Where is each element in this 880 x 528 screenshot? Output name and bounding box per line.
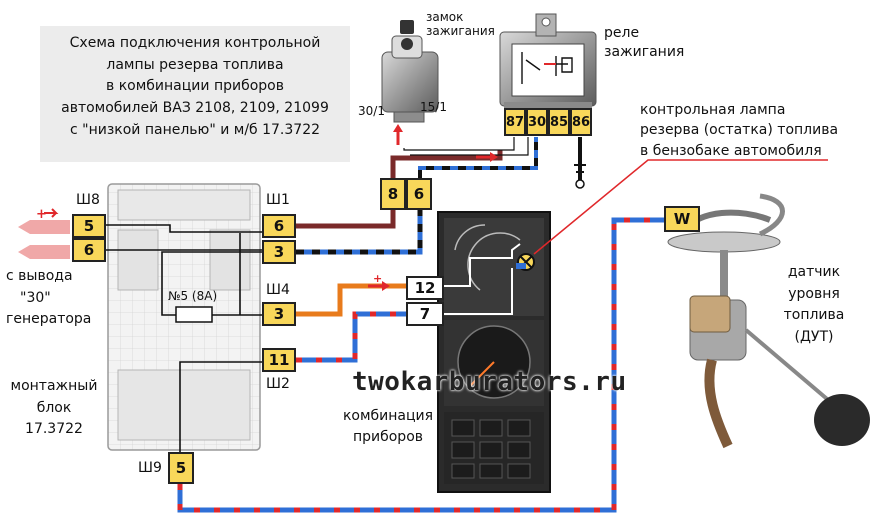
ignition-switch <box>381 20 439 123</box>
harness-pin-6: 6 <box>406 178 432 210</box>
wire-blue-red-a <box>296 311 406 363</box>
sh8-pin-5: 5 <box>72 214 106 238</box>
label-line: в бензобаке автомобиля <box>640 142 822 159</box>
connector-sh8-label: Ш8 <box>76 192 100 208</box>
label-line: генератора <box>6 311 92 328</box>
ignition-switch-label: замок зажигания <box>426 10 495 39</box>
label-line: контрольная лампа <box>640 102 786 118</box>
fuse-5 <box>175 306 213 323</box>
label-line: блок <box>36 399 72 416</box>
fuse-box-label: монтажный блок 17.3722 <box>4 376 104 441</box>
title-line: Схема подключения контрольной <box>69 35 321 51</box>
label-line: (ДУТ) <box>794 329 834 346</box>
svg-text:+: + <box>373 272 382 285</box>
fusebox-internal-wires <box>104 224 262 460</box>
generator-label: с вывода "30" генератора <box>6 266 116 331</box>
relay-pin-85: 85 <box>548 108 570 136</box>
connector-sh2-label: Ш2 <box>266 376 290 392</box>
label-line: приборов <box>352 429 424 445</box>
label-line: датчик <box>787 264 841 280</box>
label-line: топлива <box>783 307 845 324</box>
connector-sh9-label: Ш9 <box>138 460 162 476</box>
sh8-pin-6: 6 <box>72 238 106 262</box>
wire-blue-black <box>296 208 423 255</box>
title-line: автомобилей ВАЗ 2108, 2109, 21099 <box>61 100 329 117</box>
cluster-pin-12: 12 <box>406 276 444 300</box>
label-line: 17.3722 <box>25 421 83 438</box>
label-line: реле <box>604 25 640 41</box>
label-line: уровня <box>788 285 840 302</box>
fuse-label: №5 (8А) <box>168 289 218 303</box>
label-line: резерва (остатка) топлива <box>640 122 839 139</box>
ignition-relay <box>499 13 597 110</box>
label-line: "30" <box>20 289 51 306</box>
ignition-relay-label: реле зажигания <box>604 24 684 62</box>
wire-brown <box>296 192 396 229</box>
relay-pin-86: 86 <box>570 108 592 136</box>
label-line: зажигания <box>604 43 685 60</box>
label-line: замок <box>426 10 464 24</box>
cluster-label: комбинация приборов <box>338 406 438 448</box>
cluster-pin-7: 7 <box>406 302 444 326</box>
instrument-cluster <box>437 211 551 493</box>
terminal-15-1: 15/1 <box>420 100 447 114</box>
relay-pin-30: 30 <box>526 108 548 136</box>
sh4-pin-3: 3 <box>262 302 296 326</box>
wire-orange <box>296 283 406 317</box>
fuel-sensor <box>667 193 870 449</box>
watermark: twokarburators.ru <box>352 367 627 397</box>
label-line: монтажный <box>10 378 98 394</box>
sh1-pin-3: 3 <box>262 240 296 264</box>
relay-pin-87: 87 <box>504 108 526 136</box>
title-panel <box>40 26 350 162</box>
sh9-pin-5: 5 <box>168 452 194 484</box>
terminal-30-1: 30/1 <box>358 104 385 118</box>
sensor-pin-w: W <box>664 206 700 232</box>
label-line: зажигания <box>426 24 495 39</box>
title-line: с "низкой панелью" и м/б 17.3722 <box>69 121 321 138</box>
warning-lamp-label: контрольная лампа резерва (остатка) топл… <box>640 100 838 161</box>
connector-sh1-label: Ш1 <box>266 192 290 208</box>
label-line: с вывода <box>6 268 73 284</box>
title-line: в комбинации приборов <box>106 78 284 95</box>
sh1-pin-6: 6 <box>262 214 296 238</box>
fuel-sensor-label: датчик уровня топлива (ДУТ) <box>764 262 864 349</box>
lamp-pointer-line <box>533 159 828 255</box>
connector-sh4-label: Ш4 <box>266 282 290 298</box>
sh2-pin-11: 11 <box>262 348 296 372</box>
diagram-title: Схема подключения контрольной лампы резе… <box>40 33 350 141</box>
generator-arrows: + <box>18 207 70 259</box>
harness-pin-8: 8 <box>380 178 406 210</box>
title-line: лампы резерва топлива <box>106 56 284 73</box>
svg-text:+: + <box>36 207 47 222</box>
label-line: комбинация <box>342 408 434 424</box>
